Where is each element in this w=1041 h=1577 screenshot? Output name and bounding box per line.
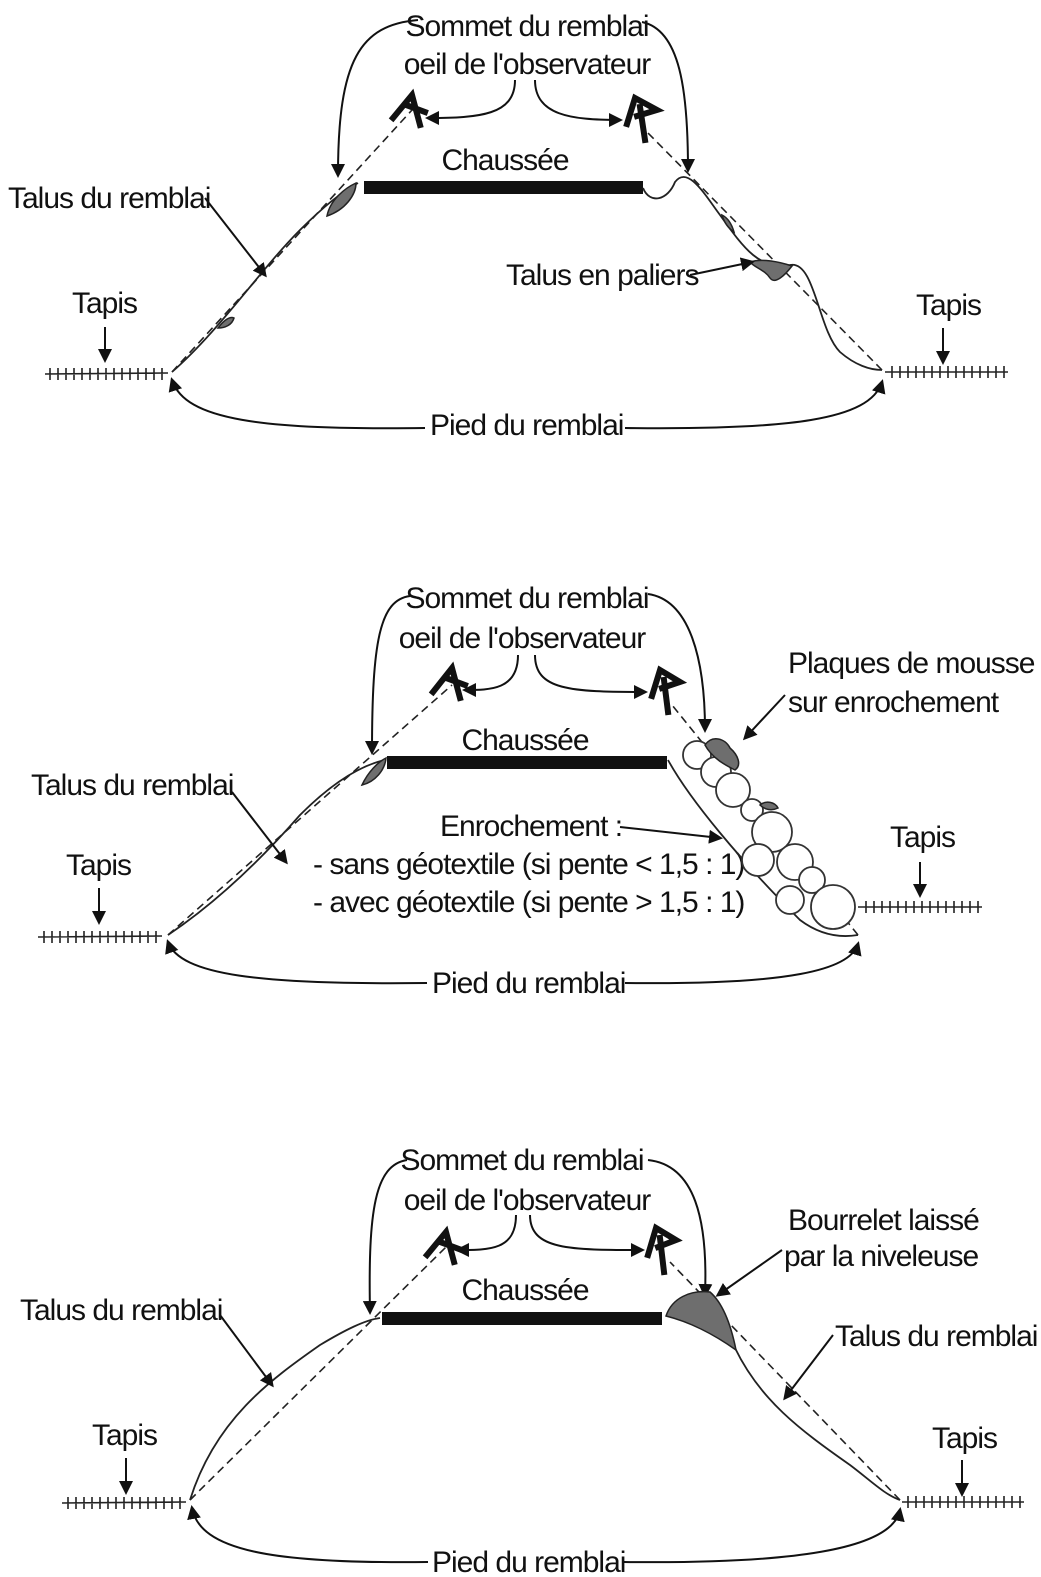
foot-label: Pied du remblai — [432, 1546, 625, 1577]
moss-patch — [758, 801, 780, 811]
left-slope-label: Talus du remblai — [31, 769, 233, 802]
riprap-rock — [740, 798, 764, 822]
moss-pointer — [742, 694, 786, 741]
eye-arrow-right — [534, 79, 623, 127]
road-label: Chaussée — [461, 1274, 588, 1307]
moss-patch — [360, 756, 387, 787]
sight-line-left — [189, 1244, 449, 1501]
observer-eye-label: oeil de l'observateur — [404, 48, 652, 81]
observer-eye-icon — [388, 88, 429, 129]
stepped-slope-patch — [748, 259, 794, 282]
right-mat-ground — [858, 901, 982, 913]
left-slope-label: Talus du remblai — [8, 182, 210, 215]
observer-eye-icon — [428, 661, 469, 702]
riprap-rock — [775, 885, 805, 915]
road-label: Chaussée — [441, 144, 568, 177]
riprap-condition-1: - sans géotextile (si pente < 1,5 : 1) — [313, 848, 744, 881]
summit-arrow-right — [647, 593, 712, 733]
foot-label: Pied du remblai — [432, 967, 625, 1000]
left-slope-pointer — [219, 1314, 274, 1388]
moss-patch — [326, 181, 357, 218]
grader-bulge — [665, 1290, 738, 1352]
moss-patch — [216, 316, 235, 329]
foot-arrow-left — [168, 377, 426, 430]
left-mat-ground — [61, 1497, 187, 1509]
stepped-slope-pointer — [689, 257, 755, 276]
summit-arrow-right — [647, 1159, 713, 1298]
sight-line-left — [171, 109, 413, 373]
eye-arrow-right — [529, 1214, 645, 1257]
summit-arrow-right — [641, 21, 695, 173]
bulge-pointer — [715, 1249, 783, 1297]
sight-line-left — [167, 684, 453, 936]
left-slope-pointer — [204, 197, 267, 278]
road-surface — [387, 756, 667, 769]
foot-arrow-left — [165, 939, 428, 985]
eye-arrow-right — [534, 654, 648, 699]
eye-arrow-left — [455, 1214, 517, 1257]
summit-arrow-left — [365, 595, 411, 755]
right-mat-label: Tapis — [890, 821, 955, 854]
moss-patch — [704, 738, 740, 771]
left-slope — [167, 759, 386, 936]
riprap-rock — [741, 843, 775, 877]
summit-arrow-left — [362, 1159, 408, 1315]
right-slope — [734, 1347, 901, 1501]
road-surface — [382, 1312, 662, 1325]
foot-arrow-right — [623, 1507, 905, 1564]
summit-label: Sommet du remblai — [405, 582, 648, 615]
riprap-rock — [810, 884, 856, 930]
observer-eye-icon — [422, 1225, 463, 1266]
diagram-1: Sommet du remblai oeil de l'observateur … — [8, 10, 1008, 442]
left-slope-label: Talus du remblai — [20, 1294, 222, 1327]
observer-eye-label: oeil de l'observateur — [404, 1184, 652, 1217]
summit-label: Sommet du remblai — [405, 10, 648, 43]
observer-eye-icon — [644, 1223, 683, 1276]
summit-arrow-left — [331, 19, 419, 178]
right-mat-ground — [885, 366, 1008, 378]
riprap-outline — [667, 759, 859, 937]
left-mat-ground — [44, 368, 169, 380]
summit-label: Sommet du remblai — [400, 1144, 643, 1177]
moss-label-line1: Plaques de mousse — [788, 647, 1035, 680]
right-mat-label: Tapis — [932, 1422, 997, 1455]
right-mat-label: Tapis — [916, 289, 981, 322]
riprap-condition-2: - avec géotextile (si pente > 1,5 : 1) — [313, 886, 744, 919]
diagram-3: Sommet du remblai oeil de l'observateur … — [20, 1144, 1038, 1577]
foot-arrow-right — [624, 379, 886, 430]
observer-eye-icon — [623, 93, 665, 144]
right-slope-pointer — [783, 1334, 834, 1401]
road-surface — [364, 181, 643, 194]
left-slope — [189, 1317, 381, 1501]
left-slope-pointer — [231, 791, 288, 865]
foot-label: Pied du remblai — [430, 409, 623, 442]
observer-eye-label: oeil de l'observateur — [399, 622, 647, 655]
riprap-pointer — [619, 826, 723, 844]
eye-arrow-left — [425, 79, 516, 125]
observer-eye-icon — [648, 665, 688, 716]
diagram-2: Sommet du remblai oeil de l'observateur … — [31, 582, 1036, 1000]
left-mat-ground — [37, 931, 163, 943]
moss-label-line2: sur enrochement — [788, 686, 1000, 719]
right-mat-ground — [902, 1496, 1024, 1508]
riprap-rock — [715, 772, 751, 808]
eye-arrow-left — [462, 654, 519, 697]
left-mat-label: Tapis — [92, 1419, 157, 1452]
bulge-label-line2: par la niveleuse — [784, 1240, 978, 1273]
moss-patch — [720, 213, 736, 234]
riprap-rock — [798, 866, 826, 894]
bulge-label-line1: Bourrelet laissé — [788, 1204, 979, 1237]
left-mat-label: Tapis — [72, 287, 137, 320]
foot-arrow-right — [624, 941, 862, 985]
riprap-label: Enrochement : — [440, 810, 622, 843]
stepped-slope-label: Talus en paliers — [506, 259, 698, 292]
sight-line-right — [644, 129, 883, 371]
riprap-rocks — [667, 738, 859, 937]
road-label: Chaussée — [461, 724, 588, 757]
foot-arrow-left — [187, 1505, 429, 1564]
right-slope-label: Talus du remblai — [835, 1320, 1037, 1353]
left-mat-label: Tapis — [66, 849, 131, 882]
